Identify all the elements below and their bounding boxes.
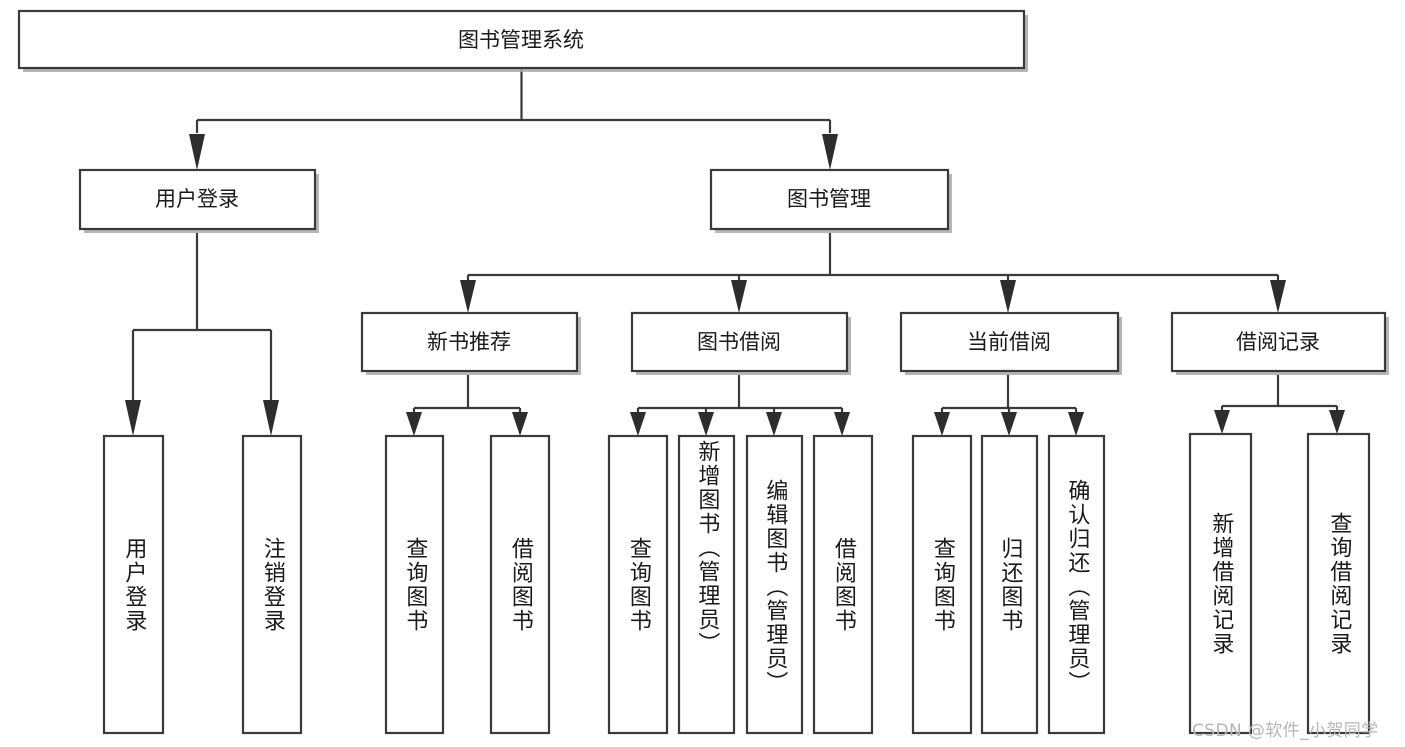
- arrow-head-book-borrow: [731, 280, 747, 313]
- node-root-label: 图书管理系统: [458, 28, 584, 52]
- arrow-head-leaf-borrow-book-1: [512, 412, 528, 436]
- arrow-head-leaf-borrow-book-2: [834, 412, 850, 436]
- arrow-head-new-book-rec: [460, 280, 476, 313]
- node-leaf-user-login[interactable]: [102, 434, 165, 735]
- arrow-head-leaf-user-login: [125, 400, 141, 436]
- node-leaf-query-book-1[interactable]: [384, 434, 445, 735]
- node-leaf-edit-book[interactable]: [745, 434, 804, 735]
- node-leaf-borrow-book-1[interactable]: [489, 434, 551, 735]
- node-book-borrow-label: 图书借阅: [697, 330, 781, 354]
- node-book-manage[interactable]: [709, 168, 950, 231]
- node-borrow-record-label: 借阅记录: [1236, 330, 1320, 354]
- arrow-head-leaf-query-book-1: [406, 412, 422, 436]
- connector-layer: [125, 68, 1345, 436]
- node-leaf-query-book-2[interactable]: [607, 434, 669, 735]
- node-current-borrow[interactable]: [899, 311, 1120, 373]
- node-leaf-return-book[interactable]: [980, 434, 1039, 735]
- arrow-head-current-borrow: [1000, 280, 1016, 313]
- node-user-login-label: 用户登录: [155, 187, 239, 211]
- arrow-head-leaf-user-logout: [263, 400, 279, 436]
- arrow-head-leaf-edit-book: [766, 412, 782, 436]
- node-leaf-confirm-return[interactable]: [1047, 434, 1106, 735]
- node-leaf-add-record[interactable]: [1188, 432, 1253, 735]
- node-root[interactable]: [17, 9, 1026, 70]
- arrow-head-leaf-return-book: [1001, 412, 1017, 436]
- arrow-head-user-login: [189, 134, 205, 170]
- node-user-login[interactable]: [78, 168, 317, 231]
- arrow-head-leaf-add-book: [698, 412, 714, 436]
- node-leaf-add-book[interactable]: [677, 434, 736, 735]
- csdn-watermark: CSDN @软件_小贺同学: [1192, 721, 1379, 741]
- arrow-head-book-manage: [822, 134, 838, 170]
- arrow-head-leaf-query-book-2: [630, 412, 646, 436]
- node-leaf-query-record[interactable]: [1306, 432, 1371, 735]
- arrow-head-leaf-confirm-return: [1068, 412, 1084, 436]
- arrow-head-leaf-add-record: [1214, 410, 1230, 434]
- node-leaf-query-book-3[interactable]: [911, 434, 973, 735]
- node-borrow-record[interactable]: [1170, 311, 1387, 373]
- arrow-head-leaf-query-record: [1329, 410, 1345, 434]
- node-layer: 图书管理系统 用户登录 图书管理 新书推荐 图书借阅 当前借阅 借阅记录: [17, 9, 1389, 735]
- node-book-manage-label: 图书管理: [787, 187, 871, 211]
- arrow-head-borrow-record: [1270, 280, 1286, 313]
- node-book-borrow[interactable]: [630, 311, 849, 373]
- arrow-head-leaf-query-book-3: [934, 412, 950, 436]
- node-new-book-rec-label: 新书推荐: [427, 330, 511, 354]
- node-leaf-user-logout[interactable]: [241, 434, 303, 735]
- node-new-book-rec[interactable]: [360, 311, 579, 373]
- node-current-borrow-label: 当前借阅: [967, 330, 1051, 354]
- node-leaf-borrow-book-2[interactable]: [812, 434, 874, 735]
